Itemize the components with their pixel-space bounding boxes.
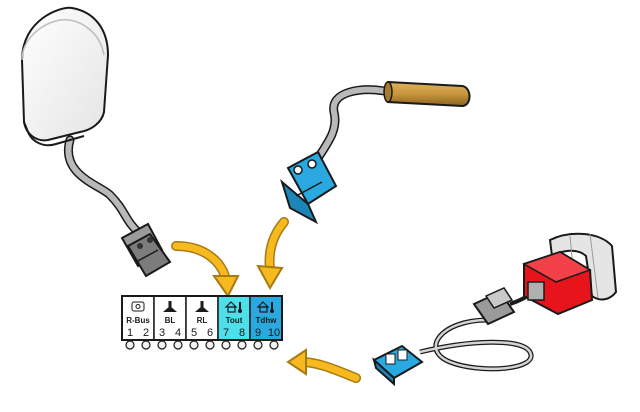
terminal-pin-number: 6 xyxy=(207,327,213,339)
terminal-section-tdhw: Tdhw 9 10 xyxy=(249,295,283,350)
temperature-probe-icon xyxy=(313,80,471,163)
terminal-pin-number: 4 xyxy=(175,327,181,339)
terminal-label: RL xyxy=(197,316,208,325)
terminal-label: Tout xyxy=(226,316,243,325)
terminal-pin-number: 3 xyxy=(159,327,165,339)
terminal-label: R-Bus xyxy=(126,316,150,325)
arrow-from-clamp-connector xyxy=(286,348,361,383)
terminal-pin-number: 9 xyxy=(255,327,261,339)
terminal-pin-number: 8 xyxy=(239,327,245,339)
terminal-frame xyxy=(121,295,283,341)
thermostat-icon xyxy=(131,301,145,312)
terminal-pin-number: 5 xyxy=(191,327,197,339)
terminal-label: Tdhw xyxy=(256,316,278,325)
outdoor-sensor-icon xyxy=(20,6,143,237)
pipe-clamp-icon xyxy=(419,232,618,372)
blue-connector-icon xyxy=(280,150,338,225)
grey-connector-icon xyxy=(120,222,172,278)
terminal-pin-number: 1 xyxy=(127,327,133,339)
terminal-pin-number: 10 xyxy=(268,327,280,339)
return-boiler-icon xyxy=(195,301,209,312)
arrow-from-blue-connector xyxy=(256,217,289,291)
arrow-from-grey-connector xyxy=(171,241,240,298)
terminal-pin-number: 7 xyxy=(223,327,229,339)
boiler-icon xyxy=(163,301,177,312)
terminal-label: BL xyxy=(165,316,176,325)
tap-thermometer-icon xyxy=(256,301,274,313)
terminal-pin-number: 2 xyxy=(143,327,149,339)
house-thermometer-icon xyxy=(224,301,242,313)
clamp-blue-connector-icon xyxy=(372,344,424,387)
